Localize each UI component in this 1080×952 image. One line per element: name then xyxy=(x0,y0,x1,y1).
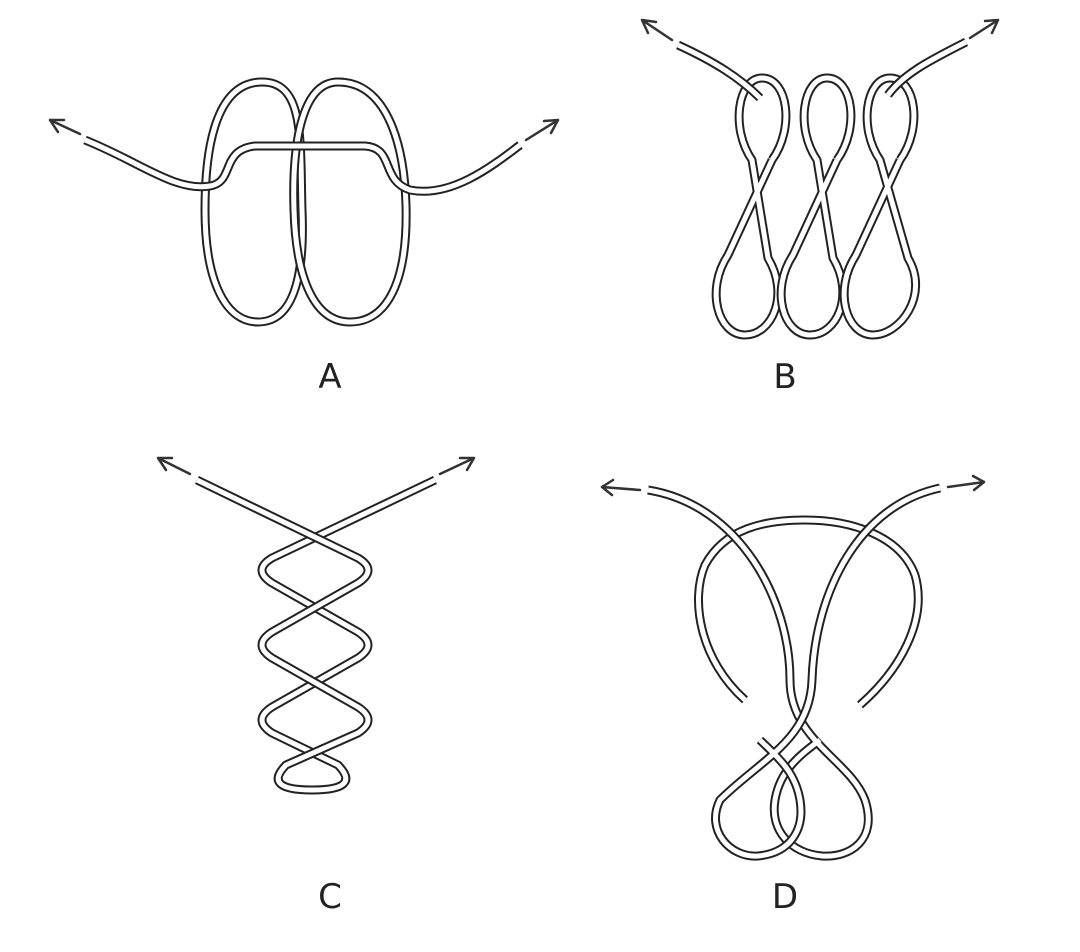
knot-b-loop-1-core xyxy=(713,75,789,338)
knot-b-left-end-core xyxy=(676,42,762,100)
arrow-icon xyxy=(156,456,192,476)
arrow-icon xyxy=(438,456,476,476)
knot-a-strand-core xyxy=(84,137,522,194)
knot-b: B xyxy=(640,18,1000,397)
arrow-icon xyxy=(946,474,986,492)
knot-d-right-strand xyxy=(711,483,941,861)
knot-b-loop-3-core xyxy=(841,75,919,338)
arrow-icon xyxy=(48,118,82,136)
knot-d-right-strand-core xyxy=(713,485,941,859)
knot-a: A xyxy=(48,77,560,397)
knot-c: C xyxy=(156,456,476,917)
knot-d-left-strand-core xyxy=(647,487,871,859)
arrow-icon xyxy=(968,18,1000,40)
arrow-icon xyxy=(640,18,674,42)
knot-d-big-loop-core xyxy=(696,517,921,707)
panel-label-a: A xyxy=(318,357,341,397)
panel-label-d: D xyxy=(772,877,798,917)
knot-c-strand-2-core xyxy=(195,477,371,793)
knot-b-right-end-core xyxy=(885,39,968,97)
knot-d-left-strand xyxy=(647,485,873,861)
panel-label-c: C xyxy=(318,877,342,917)
knot-a-right-loop-core xyxy=(291,79,409,325)
arrow-icon xyxy=(524,118,560,142)
panel-label-b: B xyxy=(773,357,796,397)
arrow-icon xyxy=(600,478,642,497)
knot-d: D xyxy=(600,474,986,917)
knot-b-loop-2-core xyxy=(778,75,854,338)
